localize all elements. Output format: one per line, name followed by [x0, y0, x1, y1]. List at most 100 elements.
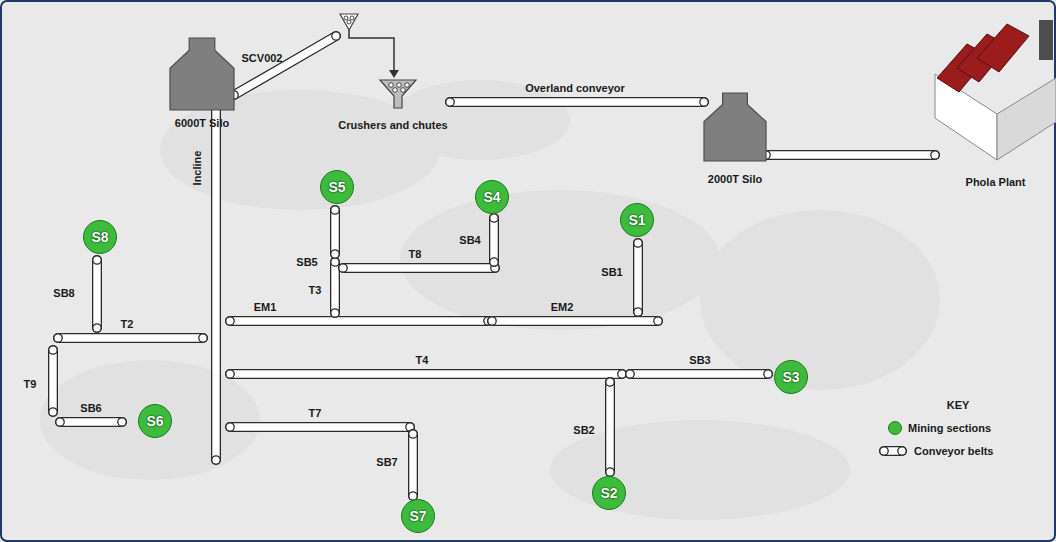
rock-symbol	[393, 88, 398, 93]
conveyor-belt	[234, 36, 336, 95]
belt-surface	[234, 36, 336, 95]
belt-outline	[230, 369, 622, 379]
belt-surface	[49, 350, 56, 412]
legend-text: Conveyor belts	[914, 445, 993, 457]
belt-label: T7	[309, 407, 322, 419]
rock-symbol	[389, 83, 394, 88]
conveyor-belt	[331, 206, 339, 258]
belt-roller	[212, 456, 220, 464]
legend-belt-sample	[878, 444, 908, 458]
belt-label: T4	[416, 354, 429, 366]
legend-swatch	[888, 421, 902, 435]
rock-symbol	[344, 16, 348, 20]
conveyor-belt	[626, 370, 772, 378]
facility-label: 2000T Silo	[708, 173, 762, 185]
belt-outline	[60, 417, 122, 427]
belt-label: EM2	[551, 301, 574, 313]
belt-outline	[230, 422, 410, 432]
conveyor-belt	[490, 214, 498, 266]
mining-section: S2	[592, 476, 626, 510]
belt-surface	[409, 434, 416, 496]
belt-roller	[226, 423, 234, 431]
conveyor-connector	[762, 151, 939, 159]
belt-roller	[446, 98, 454, 106]
conveyor-belt	[339, 264, 499, 272]
belt-label: SB5	[296, 256, 317, 268]
belt-surface	[606, 382, 613, 472]
rock-symbol	[401, 88, 406, 93]
belt-roller	[49, 408, 57, 416]
legend-entry: Mining sections	[888, 420, 991, 436]
belt-roller	[199, 334, 207, 342]
belt-roller	[700, 98, 708, 106]
conveyor-belt	[606, 378, 614, 476]
belt-surface	[634, 243, 641, 312]
legend-entry: Conveyor belts	[878, 443, 993, 459]
belt-outline	[343, 263, 495, 273]
conveyor-belt	[54, 334, 207, 342]
mining-section: S6	[138, 404, 172, 438]
map-background	[400, 190, 720, 330]
belt-outline	[92, 260, 102, 328]
belt-surface	[490, 218, 497, 262]
mining-section: S4	[475, 180, 509, 214]
belt-roller	[332, 32, 340, 40]
belt-outline	[211, 100, 221, 460]
hopper-shape	[340, 14, 358, 30]
mining-section: S8	[83, 220, 117, 254]
belt-label: SB8	[53, 287, 74, 299]
mining-section: S7	[401, 499, 435, 533]
facility-label: 6000T Silo	[175, 117, 229, 129]
belt-label: EM1	[254, 301, 277, 313]
belt-outline	[633, 243, 643, 312]
plant-wall	[997, 78, 1056, 160]
belt-roller	[331, 258, 339, 266]
belt-outline	[605, 382, 615, 472]
belt-roller	[339, 264, 347, 272]
plant-wall	[935, 74, 997, 160]
belt-label: SB2	[573, 424, 594, 436]
belt-label: T9	[24, 378, 37, 390]
belt-surface	[492, 317, 658, 324]
belt-label: SB3	[689, 354, 710, 366]
belt-surface	[230, 317, 488, 324]
facility-node: Phola Plant	[935, 18, 1056, 188]
belt-roller	[626, 370, 634, 378]
belt-roller	[898, 447, 906, 455]
section-label: S5	[328, 179, 345, 195]
belt-outline	[630, 369, 768, 379]
conveyor-belt	[634, 239, 642, 316]
belt-surface	[212, 100, 219, 460]
belt-label: SB4	[459, 234, 480, 246]
map-background	[700, 210, 940, 390]
section-label: S7	[409, 508, 426, 524]
conveyor-belt	[49, 346, 57, 416]
silo-shape	[704, 93, 766, 161]
facility-label: Phola Plant	[966, 176, 1026, 188]
belt-label: SB1	[601, 266, 622, 278]
belt-roller	[764, 370, 772, 378]
conveyor-belt	[226, 370, 626, 378]
chimney	[1039, 20, 1053, 60]
belt-surface	[450, 98, 704, 105]
flow-arrow	[349, 30, 394, 70]
belt-label: T2	[121, 318, 134, 330]
belt-roller	[118, 418, 126, 426]
belt-roller	[93, 256, 101, 264]
section-label: S2	[600, 485, 617, 501]
facility-node: Crushers and chutes	[336, 12, 450, 131]
belt-roller	[634, 308, 642, 316]
arrow-head	[389, 70, 399, 78]
map-background	[550, 420, 850, 520]
belt-roller	[331, 206, 339, 214]
belt-surface	[60, 418, 122, 425]
silo-symbol	[170, 38, 234, 110]
belt-surface	[230, 370, 622, 377]
belt-roller	[880, 447, 888, 455]
conveyor-belt	[93, 256, 101, 332]
belt-label: Overland conveyor	[525, 82, 625, 94]
belt-label: T3	[309, 284, 322, 296]
mining-section: S1	[620, 203, 654, 237]
